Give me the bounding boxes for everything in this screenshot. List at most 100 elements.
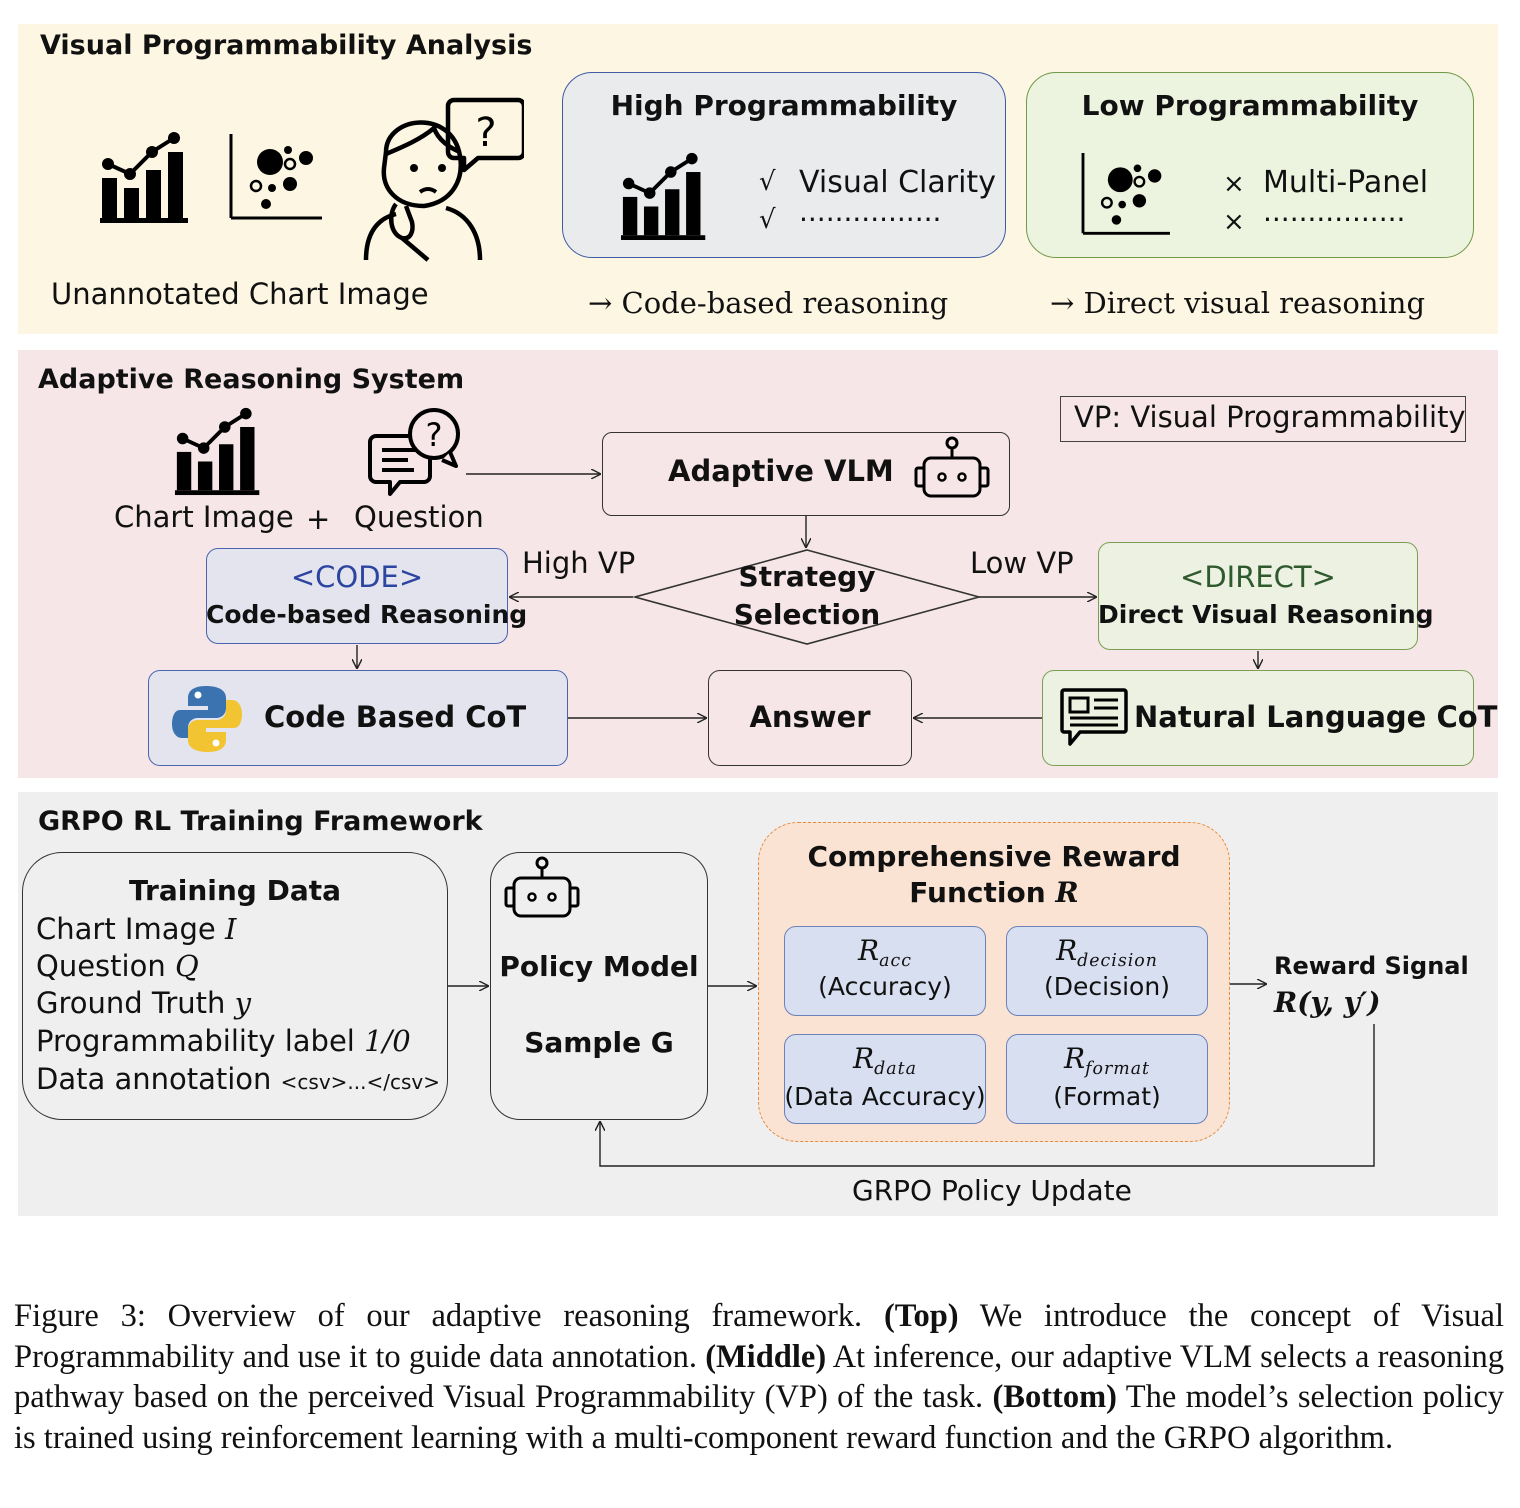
reward-cell-decision-formula: Rdecision — [1006, 934, 1208, 971]
reward-cell-accuracy-formula: Racc — [784, 934, 986, 971]
caption-text: We introduce the concept of Visual Progr… — [14, 1298, 1504, 1375]
caption-text: The model’s selection policy is trained … — [14, 1379, 1504, 1456]
code-based-cot-label: Code Based CoT — [264, 700, 527, 734]
answer-label: Answer — [749, 700, 871, 734]
training-line-text: Ground Truth — [36, 986, 235, 1020]
reward-cell-decision-desc: (Decision) — [1044, 972, 1170, 1001]
reward-function-title-var: R — [1055, 876, 1079, 909]
reward-cell-decision — [1006, 926, 1208, 1016]
code-tag: <CODE> — [290, 560, 424, 594]
document-chat-icon — [1060, 688, 1128, 746]
grpo-policy-update-label: GRPO Policy Update — [852, 1174, 1132, 1207]
question-mark-icon: ? — [475, 110, 496, 156]
reward-subscript: format — [1085, 1059, 1151, 1080]
training-line-text: Data annotation — [36, 1062, 281, 1096]
reward-cell-accuracy — [784, 926, 986, 1016]
high-programmability-box: High Programmability √ Visual Clarity √ … — [562, 72, 1006, 258]
answer-box — [708, 670, 912, 766]
low-programmability-box: Low Programmability × Multi-Panel × ....… — [1026, 72, 1474, 258]
high-item-visual-clarity: Visual Clarity — [799, 165, 996, 200]
direct-reasoning-box — [1098, 542, 1418, 650]
code-reasoning-label: Code-based Reasoning — [206, 600, 528, 629]
reward-symbol: R — [1063, 1042, 1086, 1075]
line-bar-chart-icon — [621, 152, 706, 240]
strategy-selection-diamond — [632, 549, 982, 645]
question-label: Question — [354, 500, 484, 534]
line-bar-chart-icon — [100, 132, 188, 223]
reward-symbol: R — [858, 934, 880, 967]
training-line-text: Chart Image — [36, 912, 225, 946]
bottom-panel-title: GRPO RL Training Framework — [38, 806, 483, 837]
low-vp-label: Low VP — [970, 546, 1074, 580]
reward-function-title-line2: Function R — [758, 876, 1230, 909]
caption-bold: (Top) — [883, 1298, 959, 1334]
training-data-title: Training Data — [129, 874, 341, 907]
training-data-box — [22, 852, 448, 1120]
top-panel: Visual Programmability Analysis ? — [18, 24, 1498, 334]
training-line-var: I — [224, 912, 237, 946]
reward-cell-format-formula: Rformat — [1006, 1042, 1208, 1079]
reward-subscript: data — [874, 1059, 917, 1080]
bottom-panel: GRPO RL Training Framework Training Data… — [18, 792, 1498, 1216]
reward-subscript: acc — [879, 951, 912, 972]
python-icon — [172, 686, 242, 752]
training-line-var: Q — [174, 949, 199, 983]
high-item-more: ................ — [799, 195, 942, 228]
training-line-text: Question — [36, 949, 175, 983]
reward-subscript: decision — [1077, 951, 1158, 972]
middle-panel: Adaptive Reasoning System VP: Visual Pro… — [18, 350, 1498, 778]
adaptive-vlm-box — [602, 432, 1010, 516]
figure-caption: Figure 3: Overview of our adaptive reaso… — [14, 1296, 1504, 1458]
middle-panel-title: Adaptive Reasoning System — [38, 364, 465, 395]
check-icon: √ — [759, 205, 776, 235]
bubble-chart-icon — [1081, 153, 1170, 235]
low-item-multi-panel: Multi-Panel — [1263, 165, 1429, 200]
reward-symbol: R — [1056, 934, 1078, 967]
reward-signal-formula: R(y, y′) — [1274, 986, 1381, 1019]
caption-bold: (Middle) — [705, 1338, 827, 1375]
reward-symbol: R — [853, 1042, 875, 1075]
reward-cell-accuracy-desc: (Accuracy) — [818, 972, 952, 1001]
thinking-person-icon: ? — [363, 97, 524, 262]
low-programmability-title: Low Programmability — [1081, 89, 1419, 122]
direct-tag: <DIRECT> — [1180, 560, 1336, 594]
caption-bold: (Bottom) — [992, 1379, 1117, 1415]
strategy-selection-line1: Strategy — [738, 560, 876, 593]
code-based-reasoning-arrow-text: → Code-based reasoning — [588, 286, 949, 320]
chart-image-label: Chart Image — [114, 500, 294, 534]
question-mark-icon: ? — [426, 416, 443, 454]
robot-icon — [504, 856, 580, 918]
robot-icon — [914, 436, 990, 498]
reward-signal-title: Reward Signal — [1274, 952, 1469, 980]
cross-icon: × — [1223, 207, 1245, 237]
reward-function-title-text: Function — [909, 876, 1056, 909]
training-line-question: Question Q — [36, 949, 199, 983]
training-line-chart-image: Chart Image I — [36, 912, 236, 946]
training-line-programmability: Programmability label 1/0 — [36, 1024, 411, 1058]
reward-cell-data-formula: Rdata — [784, 1042, 986, 1079]
question-chat-icon: ? — [368, 408, 460, 496]
direct-visual-reasoning-arrow-text: → Direct visual reasoning — [1050, 286, 1426, 320]
adaptive-vlm-label: Adaptive VLM — [668, 454, 894, 488]
vp-legend-box — [1060, 396, 1466, 442]
unannotated-chart-label: Unannotated Chart Image — [51, 277, 429, 311]
caption-text: At inference, our adaptive VLM selects a… — [14, 1338, 1505, 1416]
natural-language-cot-label: Natural Language CoT — [1134, 700, 1498, 734]
training-line-ground-truth: Ground Truth y — [36, 986, 251, 1020]
strategy-selection-line2: Selection — [733, 598, 881, 631]
reward-cell-data-desc: (Data Accuracy) — [784, 1082, 986, 1111]
training-line-data-annotation: Data annotation <csv>...</csv> — [36, 1062, 440, 1096]
high-vp-label: High VP — [522, 546, 636, 580]
training-line-text: Programmability label — [36, 1024, 365, 1058]
training-line-var: y — [234, 986, 252, 1020]
training-line-small: <csv>...</csv> — [280, 1070, 441, 1094]
caption-text: Figure 3: Overview of our adaptive reaso… — [14, 1298, 884, 1334]
low-item-more: ................ — [1263, 195, 1406, 228]
check-icon: √ — [759, 167, 776, 197]
reward-function-title-line1: Comprehensive Reward — [807, 840, 1181, 873]
high-programmability-title: High Programmability — [610, 89, 958, 122]
sample-g-label: Sample G — [524, 1026, 674, 1059]
policy-model-box — [490, 852, 708, 1120]
plus-sign: + — [306, 502, 331, 536]
policy-model-label: Policy Model — [499, 950, 699, 983]
